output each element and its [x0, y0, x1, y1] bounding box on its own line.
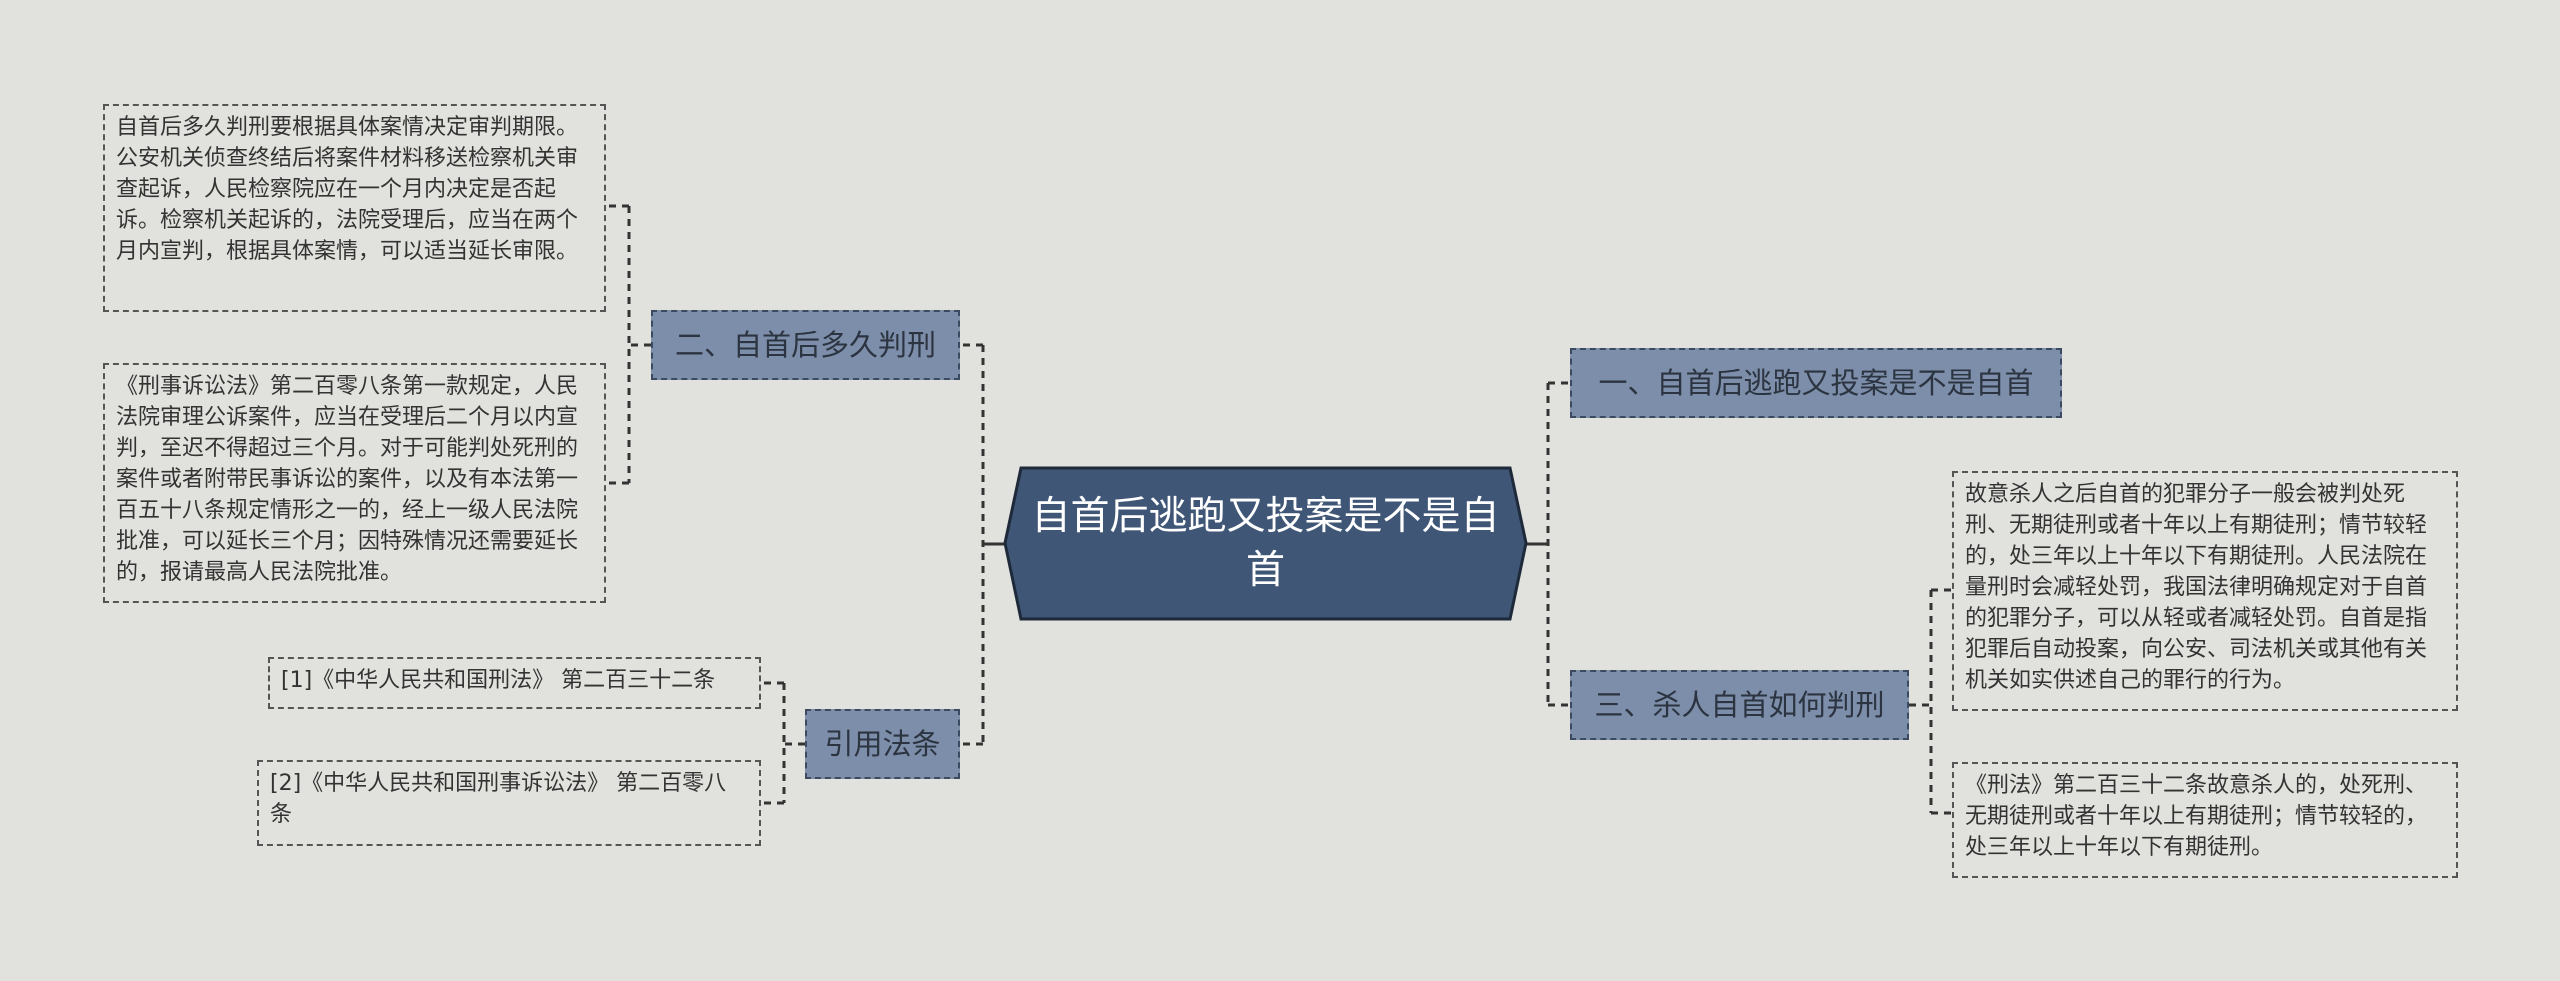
- branch-4-leaf-1[interactable]: [1]《中华人民共和国刑法》 第二百三十二条: [268, 657, 761, 709]
- branch-4-node[interactable]: 引用法条: [805, 709, 960, 779]
- central-topic-label: 自首后逃跑又投案是不是自首: [1031, 493, 1500, 593]
- branch-3-leaf-2[interactable]: 《刑法》第二百三十二条故意杀人的，处死刑、无期徒刑或者十年以上有期徒刑；情节较轻…: [1952, 762, 2458, 878]
- branch-1-label: 一、自首后逃跑又投案是不是自首: [1598, 366, 2034, 400]
- branch-4-leaf-2[interactable]: [2]《中华人民共和国刑事诉讼法》 第二百零八条: [257, 760, 761, 846]
- branch-3-label: 三、杀人自首如何判刑: [1594, 688, 1885, 722]
- branch-2-leaf-2[interactable]: 《刑事诉讼法》第二百零八条第一款规定，人民法院审理公诉案件，应当在受理后二个月以…: [103, 363, 606, 603]
- branch-3-node[interactable]: 三、杀人自首如何判刑: [1570, 670, 1909, 740]
- central-topic-shape: [1003, 466, 1528, 621]
- branch-1-node[interactable]: 一、自首后逃跑又投案是不是自首: [1570, 348, 2062, 418]
- branch-3-leaf-1[interactable]: 故意杀人之后自首的犯罪分子一般会被判处死刑、无期徒刑或者十年以上有期徒刑；情节较…: [1952, 471, 2458, 711]
- branch-2-label: 二、自首后多久判刑: [674, 328, 936, 362]
- branch-2-leaf-1[interactable]: 自首后多久判刑要根据具体案情决定审判期限。公安机关侦查终结后将案件材料移送检察机…: [103, 104, 606, 312]
- branch-2-node[interactable]: 二、自首后多久判刑: [651, 310, 960, 380]
- central-topic[interactable]: 自首后逃跑又投案是不是自首: [1003, 466, 1528, 621]
- branch-4-label: 引用法条: [824, 727, 941, 761]
